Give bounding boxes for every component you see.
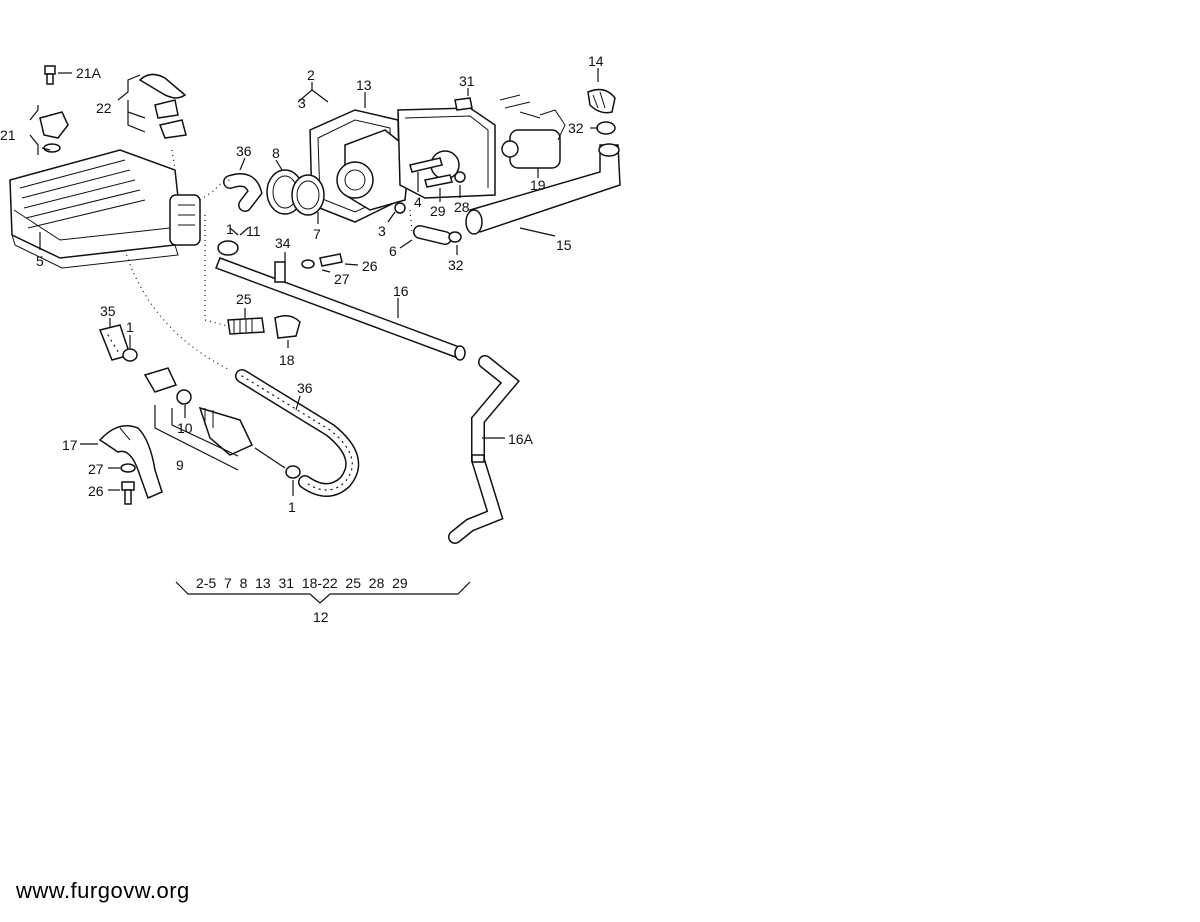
tube-16 (215, 257, 466, 361)
clamp-7 (291, 174, 325, 216)
label-16: 16 (393, 283, 409, 299)
clip-32-upper (596, 121, 616, 135)
washer-27-upper (301, 259, 315, 269)
hose-6 (413, 225, 462, 245)
watermark: www.furgovw.org (16, 878, 190, 903)
label-12: 12 (313, 609, 329, 625)
label-1-lower: 1 (288, 499, 296, 515)
label-4: 4 (414, 194, 422, 210)
label-1-mid: 1 (126, 319, 134, 335)
label-22: 22 (96, 100, 112, 116)
clip-1-lower (285, 465, 301, 479)
screw-21A (44, 65, 72, 85)
label-3-lower: 3 (378, 223, 386, 239)
label-27-upper: 27 (334, 271, 350, 287)
hose-36-upper (223, 173, 263, 212)
screw-26-upper (319, 253, 343, 267)
hose-36-lower (235, 369, 360, 497)
plug-18 (274, 315, 301, 339)
label-3-upper: 3 (298, 95, 306, 111)
fitting-21 (29, 105, 69, 155)
label-6: 6 (389, 243, 397, 259)
clips-22 (117, 73, 187, 139)
leader-lines (39, 68, 599, 496)
heat-exchanger-body (9, 149, 201, 269)
callout-labels: 21A 22 21 5 36 8 2 3 13 31 14 32 19 4 29… (0, 53, 604, 625)
label-31: 31 (459, 73, 475, 89)
fitting-11 (217, 240, 239, 256)
label-36-upper: 36 (236, 143, 252, 159)
label-10: 10 (177, 420, 193, 436)
label-18: 18 (279, 352, 295, 368)
screw-26-lower (121, 481, 135, 505)
label-5: 5 (36, 253, 44, 269)
screws-small (394, 97, 473, 214)
label-11: 11 (246, 223, 261, 239)
label-16A: 16A (508, 431, 534, 447)
label-15: 15 (556, 237, 572, 253)
pipe-15 (465, 143, 621, 235)
washer-27-lower (120, 463, 136, 473)
kit-bracket-12 (175, 581, 471, 604)
label-32-upper: 32 (568, 120, 584, 136)
bracket-17 (98, 425, 163, 500)
kit-contents: 2-5 7 8 13 31 18-22 25 28 29 (196, 575, 408, 591)
label-26-upper: 26 (362, 258, 378, 274)
clip-1-left (122, 348, 138, 362)
label-32-lower: 32 (448, 257, 464, 273)
label-36-lower: 36 (297, 380, 313, 396)
label-13: 13 (356, 77, 372, 93)
label-17: 17 (62, 437, 78, 453)
label-35: 35 (100, 303, 116, 319)
label-9: 9 (176, 457, 184, 473)
connector-25 (227, 317, 265, 335)
label-29: 29 (430, 203, 446, 219)
label-2: 2 (307, 67, 315, 83)
hose-16A (448, 355, 520, 544)
label-26-lower: 26 (88, 483, 104, 499)
label-8: 8 (272, 145, 280, 161)
label-1-upper: 1 (226, 221, 234, 237)
label-28: 28 (454, 199, 470, 215)
blower-housing (309, 107, 496, 223)
label-14: 14 (588, 53, 604, 69)
label-21: 21 (0, 127, 16, 143)
label-25: 25 (236, 291, 252, 307)
label-34: 34 (275, 235, 291, 251)
label-7: 7 (313, 226, 321, 242)
elbow-14 (587, 88, 616, 114)
label-19: 19 (530, 177, 546, 193)
fuel-pump-10 (143, 367, 286, 469)
label-27-lower: 27 (88, 461, 104, 477)
label-21A: 21A (76, 65, 102, 81)
motor-19 (499, 94, 566, 169)
